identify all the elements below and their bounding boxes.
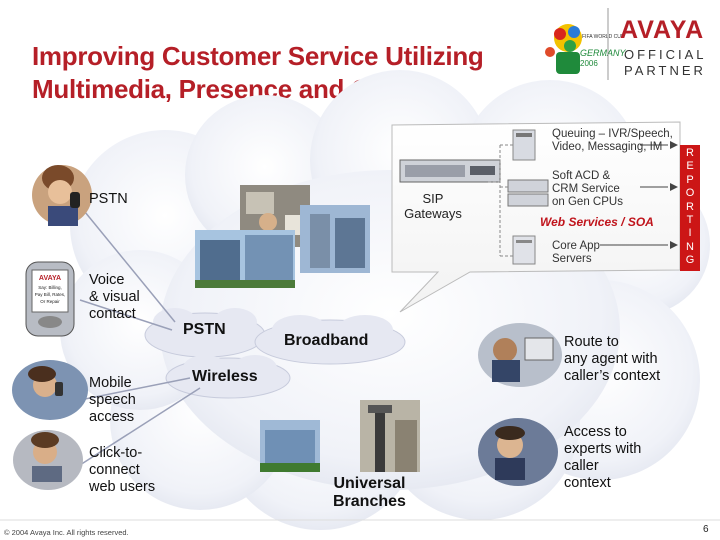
callout-arrows [670, 141, 678, 249]
right-label-route: Route to any agent with caller’s context [564, 334, 661, 384]
branch-office-photo [260, 420, 320, 472]
phone-screen-line-3: Pay Bill, Rates, [35, 292, 66, 297]
branch-street-photo [360, 400, 420, 472]
office-building-photo [195, 230, 295, 288]
broadband-cloud [254, 315, 406, 365]
callout-arrow-lines [600, 144, 668, 246]
partner-line-1: OFFICIAL [624, 47, 707, 62]
partner-line-2: PARTNER [624, 63, 706, 78]
fifa-line-1: FIFA WORLD CUP [582, 34, 625, 40]
callout-acd-text: Soft ACD & CRM Service on Gen CPUs [552, 170, 623, 208]
fifa-world-cup-logo: FIFA WORLD CUP GERMANY 2006 [545, 24, 627, 74]
cloud-label-pstn: PSTN [183, 321, 226, 338]
mobile-phone-photo: AVAYA Say: Billing, Pay Bill, Rates, Or … [25, 261, 75, 337]
fifa-line-3: 2006 [580, 59, 598, 68]
page-number: 6 [703, 524, 709, 535]
logo-area: FIFA WORLD CUP GERMANY 2006 AVAYA OFFICI… [545, 8, 707, 80]
queuing-server-icon [512, 129, 536, 161]
wireless-cloud [165, 355, 291, 399]
title-line-1: Improving Customer Service Utilizing [32, 41, 484, 71]
callout-queuing-text: Queuing – IVR/Speech, Video, Messaging, … [552, 128, 673, 153]
footer-copyright: © 2004 Avaya Inc. All rights reserved. [4, 528, 129, 537]
left-label-click: Click-to- connect web users [89, 445, 156, 495]
left-label-voice: Voice & visual contact [89, 272, 140, 322]
pstn-caller-photo [32, 165, 92, 226]
web-services-label: Web Services / SOA [540, 215, 654, 229]
sip-gateways-label: SIP Gateways [404, 191, 462, 221]
phone-screen-line-2: Say: Billing, [38, 285, 62, 290]
avaya-logo: AVAYA [620, 16, 704, 44]
client-connector-lines [79, 211, 201, 466]
expert-photo [478, 418, 558, 486]
mobile-speech-photo [12, 360, 88, 420]
phone-screen-line-4: Or Repair [40, 299, 60, 304]
web-user-photo [13, 430, 83, 490]
call-center-photo [300, 205, 370, 273]
right-label-access: Access to experts with caller context [564, 424, 642, 491]
reporting-label: R E P O R T I N G [685, 147, 695, 267]
cloud-label-branches: Universal Branches [333, 475, 406, 510]
callout-core-app-text: Core App Servers [552, 240, 600, 265]
acd-server-icon [507, 179, 549, 207]
core-app-server-icon [512, 235, 536, 265]
phone-screen-line-1: AVAYA [39, 275, 61, 282]
left-label-mobile: Mobile speech access [89, 375, 136, 425]
reporting-bar [680, 145, 700, 271]
sip-gateway-device [399, 159, 501, 183]
cloud-label-broadband: Broadband [284, 332, 369, 349]
cloud-label-wireless: Wireless [192, 368, 258, 385]
left-label-pstn: PSTN [89, 191, 128, 207]
fifa-line-2: GERMANY [580, 48, 627, 58]
agent-route-photo [478, 323, 562, 387]
callout-dashed-lines [488, 144, 513, 257]
